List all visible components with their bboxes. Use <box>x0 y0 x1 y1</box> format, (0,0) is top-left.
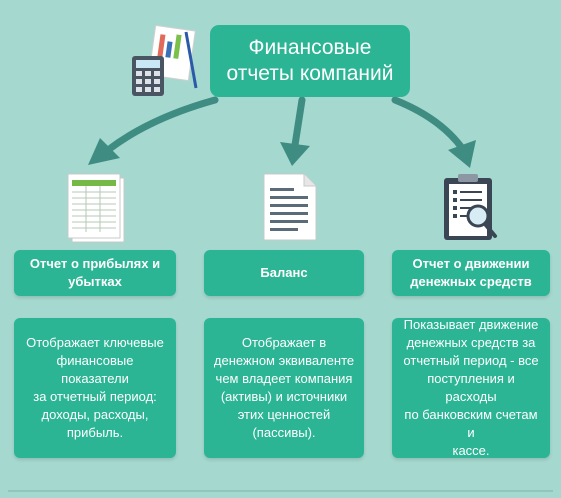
description-line: отчетный период - все <box>403 353 539 368</box>
header-balance: Баланс <box>204 250 364 296</box>
header-cash-flow-line-1: Отчет о движении <box>412 256 530 271</box>
clipboard-magnifier-icon <box>444 174 497 240</box>
header-profit-loss-line-2: убытках <box>68 274 122 289</box>
header-profit-loss-line-1: Отчет о прибылях и <box>29 256 161 271</box>
arrow-middle <box>280 96 310 166</box>
description-line: денежном эквиваленте <box>213 353 355 368</box>
description-line: чем владеет компания <box>215 371 353 386</box>
description-line: за отчетный период: <box>33 389 157 404</box>
header-cash-flow-line-2: денежных средств <box>410 274 532 289</box>
description-line: поступления и расходы <box>427 371 515 404</box>
description-profit-loss: Отображает ключевые финансовые показател… <box>14 318 176 458</box>
description-line: финансовые показатели <box>56 353 134 386</box>
document-icon <box>263 173 317 241</box>
description-line: (активы) и источники <box>220 389 348 404</box>
calculator-icon <box>132 24 198 96</box>
arrow-left <box>88 96 219 165</box>
description-line: по банковским счетам и <box>404 407 538 440</box>
header-profit-loss: Отчет о прибылях и убытках <box>14 250 176 296</box>
header-cash-flow: Отчет о движении денежных средств <box>392 250 550 296</box>
description-line: Отображает в <box>241 335 327 350</box>
header-balance-label: Баланс <box>260 265 308 280</box>
spreadsheet-icon <box>67 173 125 243</box>
title-box: Финансовые отчеты компаний <box>210 25 410 97</box>
arrow-right <box>391 96 476 168</box>
description-balance: Отображает в денежном эквиваленте чем вл… <box>204 318 364 458</box>
bottom-divider <box>8 490 553 492</box>
description-line: прибыль. <box>66 425 124 440</box>
description-line: Отображает ключевые <box>26 335 164 350</box>
title-line-2: отчеты компаний <box>226 62 394 85</box>
title-line-1: Финансовые <box>248 36 372 59</box>
description-line: (пассивы). <box>252 425 316 440</box>
description-line: денежных средств за <box>406 335 536 350</box>
description-cash-flow: Показывает движение денежных средств за … <box>392 317 550 458</box>
description-line: кассе. <box>452 443 490 458</box>
description-line: Показывает движение <box>403 317 539 332</box>
description-line: доходы, расходы, <box>41 407 149 422</box>
description-line: этих ценностей <box>237 407 331 422</box>
